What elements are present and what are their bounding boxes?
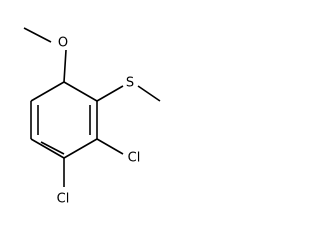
bond-ring-1 <box>63 81 98 102</box>
bond-ring-chlorine-upper <box>96 138 124 155</box>
oxygen-label: O <box>58 36 68 51</box>
chlorine-upper-label: Cl <box>128 151 141 166</box>
sulfur-label: S <box>126 76 134 91</box>
bond-methyl-oxygen <box>23 27 52 43</box>
bond-ring-4 <box>30 138 65 159</box>
bond-ring-3 <box>63 138 98 159</box>
bond-ring-sulfur <box>96 85 124 102</box>
bond-sulfur-methyl <box>137 85 161 102</box>
chemical-structure: O S Cl Cl <box>23 27 161 207</box>
bond-oxygen-ring <box>63 49 67 83</box>
bond-ring-6 <box>30 81 65 102</box>
bond-ring-inner-bottom <box>40 141 65 155</box>
chlorine-lower-label: Cl <box>57 192 70 207</box>
